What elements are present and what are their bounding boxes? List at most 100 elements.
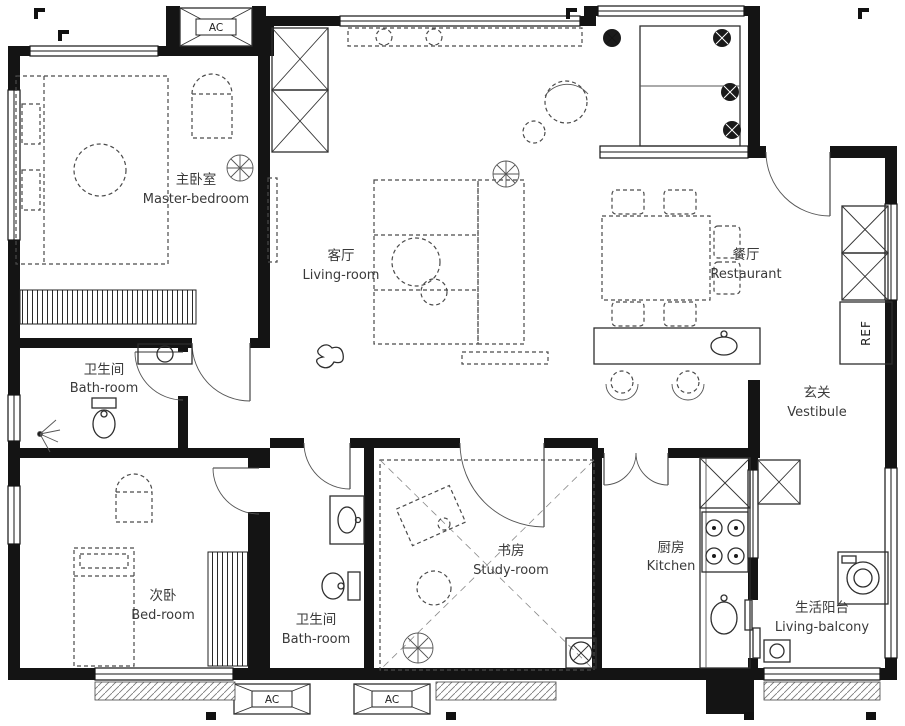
room-label-en: Living-room	[303, 268, 380, 283]
room-label-zh: 卫生间	[84, 362, 125, 378]
bathroom-upper-fixtures	[37, 343, 193, 453]
tatami-platform	[379, 459, 595, 671]
room-label-zh: 餐厅	[733, 247, 760, 263]
chair	[713, 225, 741, 259]
room-label-en: Living-balcony	[775, 620, 870, 635]
room-label-en: Kitchen	[647, 559, 696, 574]
sofa-console	[461, 351, 549, 365]
bathroom-lower-door	[303, 438, 351, 490]
windows	[7, 5, 898, 681]
plant-icon	[713, 29, 731, 47]
dining-table	[601, 215, 711, 301]
room-label-kitchen: 厨房 Kitchen	[647, 540, 696, 574]
cabinet	[699, 457, 751, 509]
balcony-sliding-door	[744, 599, 761, 659]
vestibule-fixtures: REF	[839, 205, 893, 365]
room-label-zh: 卫生间	[296, 612, 337, 628]
ac-unit-bottom-right: AC	[353, 683, 431, 715]
room-label-zh: 玄关	[804, 384, 831, 401]
plant-icon	[402, 632, 434, 664]
plant-icon	[603, 29, 621, 47]
plant-icon	[723, 121, 741, 139]
room-label-bathroom-upper: 卫生间 Bath-room	[70, 362, 139, 396]
lounge-chair-icon	[544, 80, 589, 124]
bar-stool-icon	[605, 370, 639, 401]
room-label-en: Study-room	[473, 563, 549, 578]
second-bedroom-door	[212, 467, 270, 515]
room-label-en: Bath-room	[70, 381, 139, 396]
room-label-living-room: 客厅 Living-room	[303, 247, 380, 283]
washing-machine-icon	[837, 551, 889, 605]
stove-icon	[701, 511, 749, 573]
utility-sink-icon	[763, 639, 791, 663]
console-table	[347, 27, 583, 47]
level-marker-icon	[866, 712, 876, 720]
toilet-icon	[91, 397, 117, 439]
window-sill	[94, 681, 236, 701]
level-marker-icon	[206, 712, 216, 720]
island-sink-icon	[710, 336, 738, 356]
chair	[663, 301, 697, 327]
side-table	[522, 120, 546, 144]
exterior-sills	[94, 681, 881, 701]
ac-label: AC	[209, 22, 223, 34]
shoe-cabinet	[841, 205, 889, 301]
level-marker-icon	[858, 8, 869, 19]
level-marker-icon	[566, 8, 577, 19]
vanity-sink-icon	[329, 495, 365, 545]
blanket	[73, 143, 127, 197]
desk-chair-icon	[115, 473, 153, 523]
window	[7, 394, 21, 442]
side-table	[420, 278, 448, 306]
level-marker-icon	[34, 8, 45, 19]
plant-icon	[492, 160, 520, 188]
master-bedroom-furniture	[15, 73, 254, 325]
room-label-master-bedroom: 主卧室 Master-bedroom	[143, 171, 249, 207]
bathroom-lower-fixtures	[321, 495, 365, 601]
bed	[15, 75, 169, 265]
window	[29, 45, 159, 57]
study-door	[459, 438, 545, 528]
room-label-living-balcony: 生活阳台 Living-balcony	[775, 600, 870, 635]
chair	[611, 189, 645, 215]
window	[7, 485, 21, 545]
room-label-zh: 客厅	[328, 247, 355, 264]
room-label-en: Bath-room	[282, 632, 351, 647]
vanity-sink-icon	[137, 343, 193, 365]
room-label-second-bedroom: 次卧 Bed-room	[131, 588, 195, 623]
room-label-zh: 厨房	[658, 540, 685, 556]
window	[339, 15, 581, 27]
kitchen-double-door	[603, 448, 669, 486]
refrigerator: REF	[839, 301, 893, 365]
floor-drain-icon	[565, 637, 597, 669]
island-counter	[593, 327, 761, 365]
entry-door	[765, 146, 831, 217]
room-label-zh: 次卧	[150, 588, 177, 604]
window	[7, 89, 21, 241]
desk	[395, 484, 467, 547]
window-sill	[763, 681, 881, 701]
kitchen-sink-icon	[710, 594, 738, 635]
shower-icon	[37, 419, 61, 453]
dining-furniture	[593, 189, 761, 401]
plant-icon	[226, 154, 254, 182]
cabinet	[757, 459, 801, 505]
balcony-fixtures	[757, 459, 889, 663]
sliding-door	[599, 145, 749, 159]
room-label-en: Restaurant	[710, 267, 781, 282]
room-label-bathroom-lower: 卫生间 Bath-room	[282, 612, 351, 647]
room-label-en: Vestibule	[787, 405, 846, 420]
tv	[267, 177, 278, 263]
ac-label: AC	[385, 694, 399, 706]
coffee-table	[391, 237, 441, 287]
room-label-zh: 主卧室	[176, 171, 217, 188]
pillow	[21, 103, 41, 145]
chair	[611, 301, 645, 327]
counter	[699, 457, 751, 669]
armchair-icon	[191, 73, 233, 139]
survey-markers	[34, 8, 876, 720]
window-sill	[435, 681, 557, 701]
toilet-icon	[321, 571, 361, 601]
